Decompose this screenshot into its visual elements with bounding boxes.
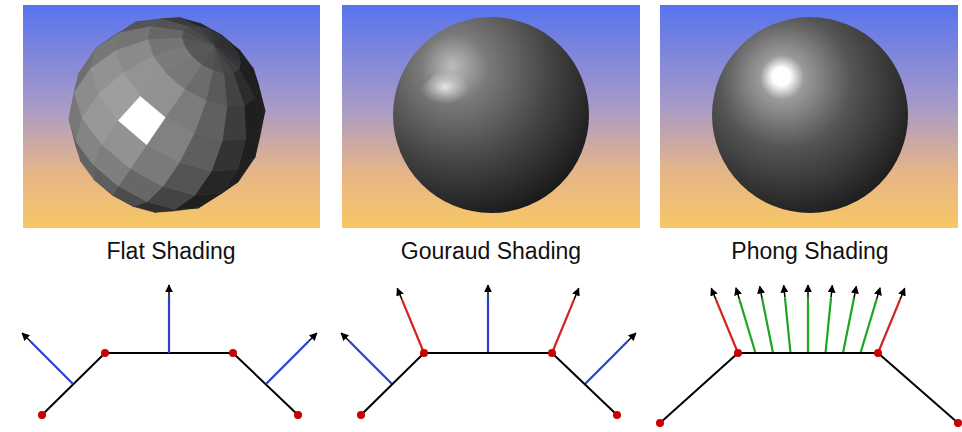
normal-vector [807,297,809,353]
sphere-facet [148,27,184,40]
normal-arrowhead [831,285,832,297]
vertex-dot [613,411,621,419]
surface-profile [660,353,958,423]
surface-profile [42,353,298,415]
vertex-dot [357,411,365,419]
normal-arrowhead [854,286,856,298]
sphere-facet [224,73,244,106]
sphere-facet [213,46,224,74]
normal-arrowhead [308,333,316,341]
vertex-dot [101,349,109,357]
caption-label: Gouraud Shading [401,238,581,265]
surface-profile [361,353,617,415]
normal-vector [826,297,832,353]
vertex-dot [874,349,882,357]
normal-vector [350,342,392,384]
caption-label: Flat Shading [106,238,235,265]
normal-arrowhead [711,288,716,299]
panel-background [342,5,640,228]
normal-vector [168,297,170,353]
normal-vector [878,299,900,353]
vertex-dot [548,349,556,357]
sphere-facet [141,74,185,117]
vertex-dot [420,349,428,357]
caption-label: Phong Shading [731,238,888,265]
normal-vector [861,299,877,353]
normal-vector [785,297,791,353]
normal-arrowhead [341,333,349,341]
sphere-facet [182,31,214,46]
normal-arrowhead [784,285,785,297]
vertex-dot [954,419,962,427]
vertex-dot [734,349,742,357]
normal-arrowhead [760,286,762,298]
normal-vector [266,342,308,384]
gouraud-sphere [393,17,589,213]
normal-vector [487,297,489,353]
normal-arrowhead [736,288,739,299]
normal-vector [716,299,738,353]
normal-vector [843,298,854,353]
normal-vector [402,299,424,353]
vertex-dot [656,419,664,427]
gouraud-highlight [420,70,470,104]
sphere-facet [182,38,214,47]
vertex-dot [294,411,302,419]
normal-vector [585,342,627,384]
normal-vector [31,342,73,384]
normal-arrowhead [900,288,905,299]
normal-vector [762,298,773,353]
panel-background [23,5,320,228]
vertex-dot [38,411,46,419]
panel-background [660,5,958,228]
normal-diagrams [22,285,962,427]
normal-vector [552,299,574,353]
vertex-dot [229,349,237,357]
normal-arrowhead [574,288,579,299]
normal-arrowhead [168,285,170,297]
phong-sphere [712,17,908,213]
flat-sphere [69,18,265,212]
normal-arrowhead [877,288,880,299]
normal-arrowhead [807,285,809,297]
normal-vector [739,299,755,353]
normal-arrowhead [627,333,635,341]
normal-arrowhead [22,333,30,341]
normal-arrowhead [397,288,402,299]
normal-arrowhead [487,285,489,297]
